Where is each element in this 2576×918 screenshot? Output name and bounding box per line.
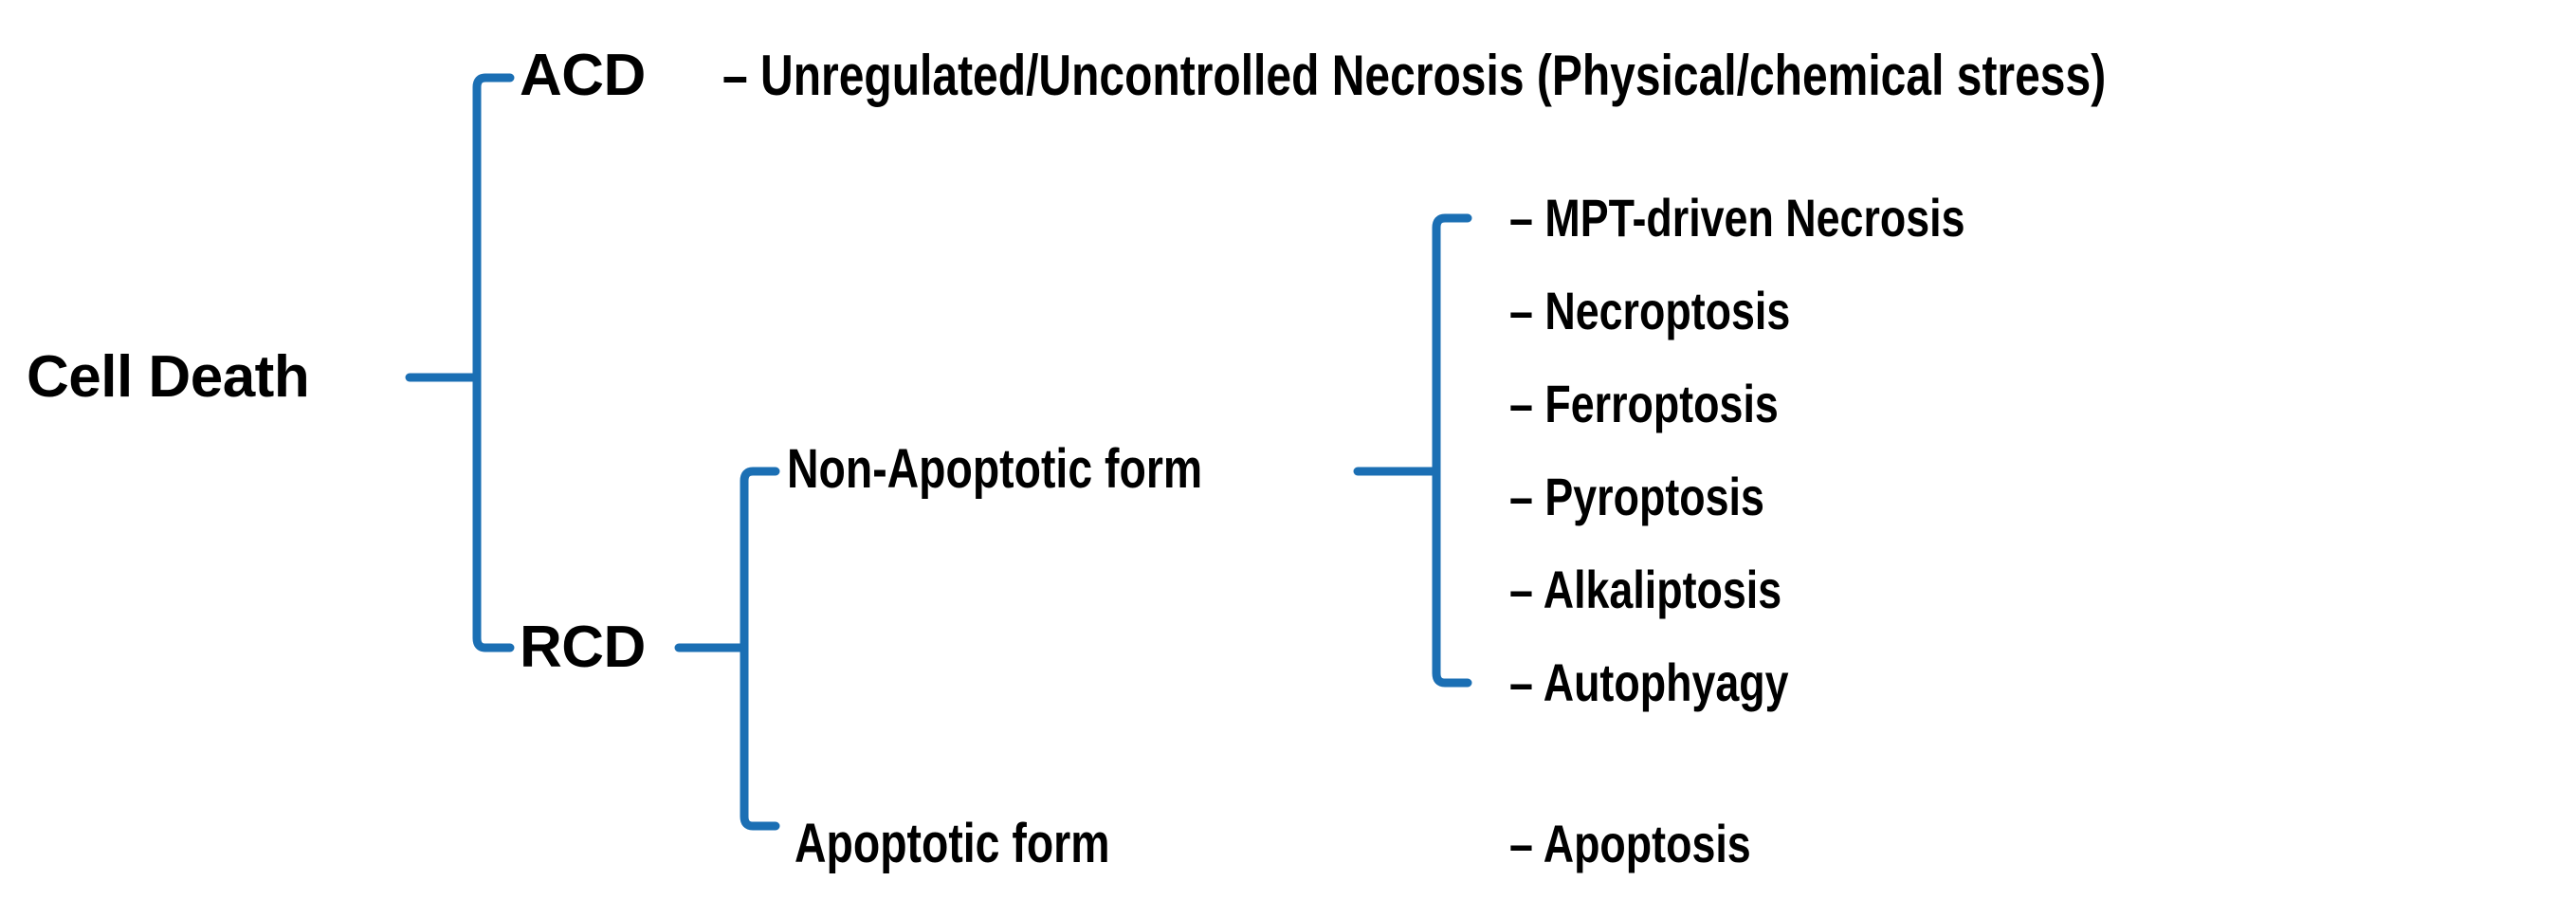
dash-marker: – (1509, 467, 1533, 526)
node-acd-leaf: – Unregulated/Uncontrolled Necrosis (Phy… (722, 47, 2452, 104)
node-acd-label: ACD (520, 43, 646, 108)
node-acd: ACD (520, 46, 646, 105)
dash-marker: – (1509, 652, 1533, 712)
node-apoptotic-form-label: Apoptotic form (795, 813, 1110, 874)
leaf-item-pyroptosis: – Pyroptosis (1509, 470, 1828, 523)
node-cell-death-label: Cell Death (27, 344, 310, 410)
leaf-item-ferroptosis: – Ferroptosis (1509, 377, 1846, 431)
leaf-item-alkaliptosis: – Alkaliptosis (1509, 563, 1850, 616)
dash-marker: – (1509, 560, 1533, 619)
leaf-item-mpt-driven-necrosis: – MPT-driven Necrosis (1509, 192, 2079, 245)
dash-marker: – (1509, 374, 1533, 433)
leaf-item-necroptosis: – Necroptosis (1509, 285, 1860, 338)
leaf-item-label: MPT-driven Necrosis (1544, 188, 1965, 248)
leaf-item-label: Ferroptosis (1544, 374, 1779, 433)
bracket-level2 (740, 467, 780, 831)
node-acd-leaf-label: Unregulated/Uncontrolled Necrosis (Physi… (760, 44, 2107, 107)
dash-marker: – (1509, 814, 1533, 873)
leaf-item-apoptosis: – Apoptosis (1509, 817, 1811, 871)
dash-marker-acd: – (722, 44, 748, 107)
dash-marker: – (1509, 281, 1533, 340)
leaf-item-autophyagy: – Autophyagy (1509, 656, 1858, 709)
node-non-apoptotic-form: Non-Apoptotic form (787, 442, 1306, 497)
leaf-item-label: Pyroptosis (1544, 467, 1764, 526)
dash-marker: – (1509, 188, 1533, 248)
node-non-apoptotic-form-label: Non-Apoptotic form (787, 438, 1203, 500)
node-apoptotic-form: Apoptotic form (795, 817, 1189, 872)
leaf-item-label: Apoptosis (1543, 814, 1751, 873)
node-rcd: RCD (520, 618, 646, 677)
bracket-level3 (1432, 213, 1472, 688)
bracket-level1 (472, 73, 515, 652)
leaf-item-label: Autophyagy (1543, 652, 1789, 712)
leaf-item-label: Necroptosis (1544, 281, 1791, 340)
node-cell-death: Cell Death (27, 348, 310, 407)
leaf-item-label: Alkaliptosis (1543, 560, 1782, 619)
node-rcd-label: RCD (520, 615, 646, 680)
